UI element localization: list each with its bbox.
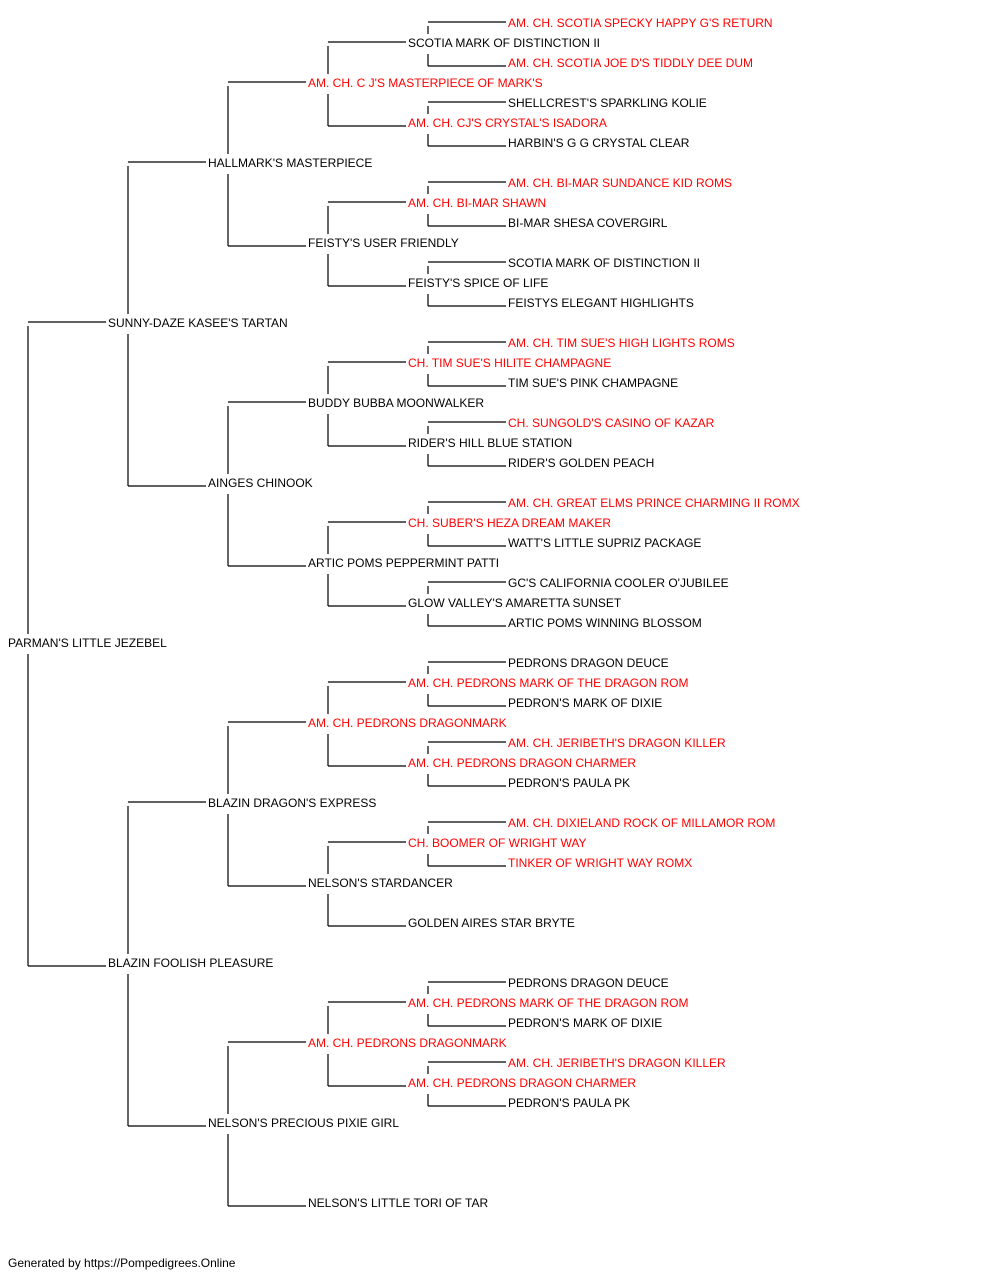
dog-name-sire-gen5: AM. CH. JERIBETH'S DRAGON KILLER [508, 736, 726, 750]
dog-name-subject-gen0: PARMAN'S LITTLE JEZEBEL [8, 636, 167, 650]
dog-name-sire-gen5: PEDRONS DRAGON DEUCE [508, 656, 669, 670]
dog-name-sire-gen4: CH. TIM SUE'S HILITE CHAMPAGNE [408, 356, 611, 370]
dog-name-sire-gen5: SHELLCREST'S SPARKLING KOLIE [508, 96, 707, 110]
dog-name-dam-gen2: AINGES CHINOOK [208, 476, 313, 490]
dog-name-sire-gen5: AM. CH. JERIBETH'S DRAGON KILLER [508, 1056, 726, 1070]
dog-name-dam-gen5: PEDRON'S MARK OF DIXIE [508, 696, 662, 710]
dog-name-sire-gen5: PEDRONS DRAGON DEUCE [508, 976, 669, 990]
dog-name-dam-gen5: WATT'S LITTLE SUPRIZ PACKAGE [508, 536, 701, 550]
dog-name-dam-gen5: ARTIC POMS WINNING BLOSSOM [508, 616, 702, 630]
dog-name-sire-gen2: HALLMARK'S MASTERPIECE [208, 156, 372, 170]
dog-name-sire-gen3: AM. CH. C J'S MASTERPIECE OF MARK'S [308, 76, 543, 90]
dog-name-dam-gen4: AM. CH. PEDRONS DRAGON CHARMER [408, 756, 636, 770]
dog-name-dam-gen4: GLOW VALLEY'S AMARETTA SUNSET [408, 596, 622, 610]
dog-name-sire-gen3: AM. CH. PEDRONS DRAGONMARK [308, 1036, 507, 1050]
dog-name-dam-gen5: TIM SUE'S PINK CHAMPAGNE [508, 376, 678, 390]
dog-name-sire-gen5: AM. CH. DIXIELAND ROCK OF MILLAMOR ROM [508, 816, 775, 830]
dog-name-sire-gen3: AM. CH. PEDRONS DRAGONMARK [308, 716, 507, 730]
dog-name-dam-gen4: GOLDEN AIRES STAR BRYTE [408, 916, 575, 930]
dog-name-sire-gen1: SUNNY-DAZE KASEE'S TARTAN [108, 316, 288, 330]
dog-name-sire-gen5: GC'S CALIFORNIA COOLER O'JUBILEE [508, 576, 729, 590]
dog-name-sire-gen5: SCOTIA MARK OF DISTINCTION II [508, 256, 700, 270]
dog-name-sire-gen4: AM. CH. PEDRONS MARK OF THE DRAGON ROM [408, 996, 688, 1010]
dog-name-sire-gen3: BUDDY BUBBA MOONWALKER [308, 396, 484, 410]
dog-name-dam-gen5: BI-MAR SHESA COVERGIRL [508, 216, 668, 230]
dog-name-dam-gen3: ARTIC POMS PEPPERMINT PATTI [308, 556, 499, 570]
dog-name-sire-gen4: CH. SUBER'S HEZA DREAM MAKER [408, 516, 611, 530]
dog-name-dam-gen1: BLAZIN FOOLISH PLEASURE [108, 956, 273, 970]
dog-name-sire-gen4: CH. BOOMER OF WRIGHT WAY [408, 836, 586, 850]
dog-name-dam-gen5: FEISTYS ELEGANT HIGHLIGHTS [508, 296, 694, 310]
dog-name-sire-gen5: AM. CH. TIM SUE'S HIGH LIGHTS ROMS [508, 336, 735, 350]
dog-name-sire-gen5: AM. CH. SCOTIA SPECKY HAPPY G'S RETURN [508, 16, 773, 30]
dog-name-sire-gen5: AM. CH. BI-MAR SUNDANCE KID ROMS [508, 176, 732, 190]
dog-name-dam-gen4: RIDER'S HILL BLUE STATION [408, 436, 572, 450]
dog-name-dam-gen5: PEDRON'S PAULA PK [508, 776, 630, 790]
dog-name-sire-gen4: SCOTIA MARK OF DISTINCTION II [408, 36, 600, 50]
dog-name-sire-gen5: AM. CH. GREAT ELMS PRINCE CHARMING II RO… [508, 496, 800, 510]
dog-name-dam-gen5: AM. CH. SCOTIA JOE D'S TIDDLY DEE DUM [508, 56, 753, 70]
dog-name-dam-gen3: NELSON'S LITTLE TORI OF TAR [308, 1196, 488, 1210]
dog-name-dam-gen4: AM. CH. CJ'S CRYSTAL'S ISADORA [408, 116, 607, 130]
footer-credit: Generated by https://Pompedigrees.Online [8, 1256, 236, 1270]
dog-name-sire-gen2: BLAZIN DRAGON'S EXPRESS [208, 796, 376, 810]
dog-name-dam-gen5: HARBIN'S G G CRYSTAL CLEAR [508, 136, 690, 150]
dog-name-dam-gen2: NELSON'S PRECIOUS PIXIE GIRL [208, 1116, 399, 1130]
dog-name-dam-gen5: PEDRON'S MARK OF DIXIE [508, 1016, 662, 1030]
dog-name-dam-gen3: NELSON'S STARDANCER [308, 876, 453, 890]
dog-name-dam-gen4: AM. CH. PEDRONS DRAGON CHARMER [408, 1076, 636, 1090]
dog-name-sire-gen5: CH. SUNGOLD'S CASINO OF KAZAR [508, 416, 715, 430]
dog-name-dam-gen5: TINKER OF WRIGHT WAY ROMX [508, 856, 692, 870]
dog-name-sire-gen4: AM. CH. BI-MAR SHAWN [408, 196, 546, 210]
dog-name-dam-gen5: PEDRON'S PAULA PK [508, 1096, 630, 1110]
dog-name-sire-gen4: AM. CH. PEDRONS MARK OF THE DRAGON ROM [408, 676, 688, 690]
dog-name-dam-gen5: RIDER'S GOLDEN PEACH [508, 456, 654, 470]
dog-name-dam-gen4: FEISTY'S SPICE OF LIFE [408, 276, 548, 290]
dog-name-dam-gen3: FEISTY'S USER FRIENDLY [308, 236, 459, 250]
